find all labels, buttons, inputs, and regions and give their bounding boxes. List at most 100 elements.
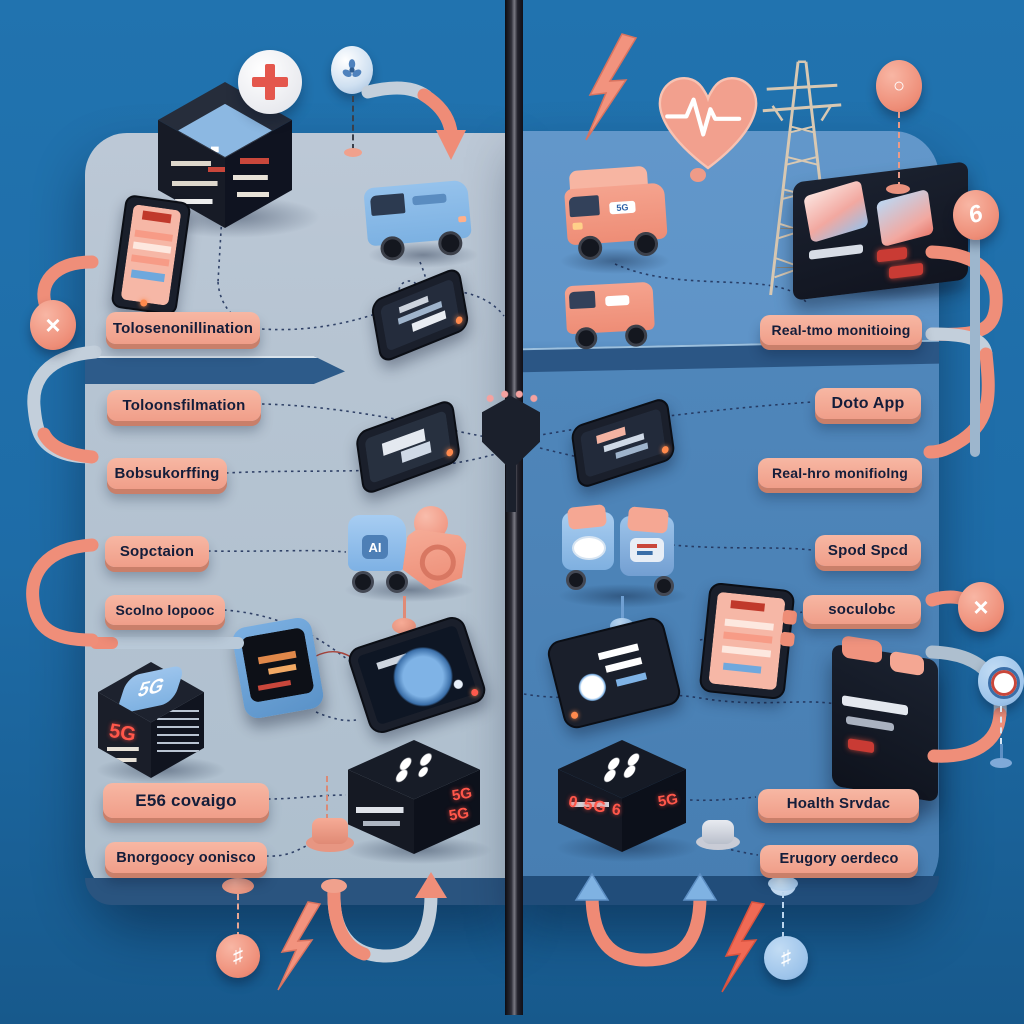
arrow-head-up [574,872,610,901]
label-right-6: Hoalth Srvdac [758,789,919,818]
target-rings [988,667,1020,699]
wire [217,281,263,329]
ai-delivery-cart: AI [346,515,410,593]
label-right-2: Doto App [815,388,921,419]
label-text: Scolno lopooc [115,602,215,618]
ekg-line [665,97,742,137]
label-left-6: E56 covaigo [103,783,269,818]
label-left-4: Sopctaion [105,536,209,567]
cart-wheel [566,570,586,590]
wire [315,711,357,722]
ai-label-chip: AI [362,535,388,559]
knob-needle [326,776,328,820]
label-right-7: Erugory oerdeco [760,845,918,873]
connector-plug-stem [506,464,516,512]
label-text: Doto App [831,394,905,412]
sign-base [886,184,910,194]
label-text: Real-hro monifiolng [771,465,908,481]
wire [671,544,813,551]
wire [217,213,223,283]
target-pin-base [990,758,1012,768]
label-text: Real-tmo monitioing [771,322,911,338]
label-left-5: Scolno lopooc [105,595,225,625]
knob-cap-gray [702,820,734,844]
signal-glyph: ♯ [233,944,243,967]
heart-stand [690,168,706,182]
pipe [26,538,99,647]
ring-glyph: ○ [892,74,906,97]
heart-ekg-icon [658,77,758,170]
wire [261,290,505,331]
label-text: Toloonsfilmation [122,397,246,414]
wire [267,794,347,800]
connector-plug-lights [486,390,538,404]
fan-blades [342,59,362,77]
coral-pin-stem [403,596,406,622]
label-text: Hoalth Srvdac [786,795,891,812]
label-right-5: soculobc [803,595,921,624]
target-string [1000,706,1002,744]
wire [261,403,503,441]
fan-badge-pin [344,148,362,157]
cart-screen [630,538,664,562]
label-text: Sopctaion [119,543,195,560]
label-text: E56 covaigo [135,790,237,810]
medical-cart-2 [620,506,678,596]
signal-badge-icon: ♯ [216,934,260,978]
medical-cart-1 [562,504,618,590]
scissors-icon: × [30,300,76,350]
blue-pin-stem [621,596,624,622]
hanger-string [782,892,784,938]
hanger-knob-blue [768,876,798,891]
ring-sign-icon: ○ [876,60,922,112]
label-right-1: Real-tmo monitioing [760,315,922,345]
pipe [37,427,99,464]
signal-badge-icon-blue: ♯ [764,936,808,980]
label-right-3: Real-hro monifiolng [758,458,922,488]
arrow-head-down [436,130,466,160]
pipe [37,255,99,313]
label-text: Bnorgoocy oonisco [116,849,256,866]
label-left-2: Toloonsfilmation [107,390,261,421]
knob-cap [312,818,348,844]
pipe [927,707,1007,763]
left-panel-step-edge [85,356,345,384]
fan-badge-string [352,96,354,150]
label-text: Erugory oerdeco [779,851,899,867]
spiral-icon: 6 [953,190,999,240]
label-text: Spod Spcd [827,542,909,559]
target-pin-stem [1000,744,1003,762]
cart-wheel [386,571,408,593]
five-g-cube-left: 5G 5G [98,662,204,778]
cart-badge [572,536,606,560]
pipe [923,347,995,459]
cart-wheel [654,576,674,596]
hanger-string [237,894,239,938]
label-left-1: Tolosenonillination [106,312,260,344]
label-left-3: Bobsukorffing [107,458,227,489]
coral-top-cube: 5G 5G [348,740,480,854]
label-right-4: Spod Spcd [815,535,921,566]
cross-bar-h [252,77,288,87]
label-text: Bobsukorffing [114,465,220,482]
cart-wheel [352,571,374,593]
sign-pole-dashed [898,112,900,188]
wire [523,693,837,705]
ai-label: AI [368,539,382,555]
label-left-7: Bnorgoocy oonisco [105,842,267,873]
arrow-head-up [682,872,718,901]
label-text: soculobc [828,601,896,618]
label-text: Tolosenonillination [112,319,254,337]
x-glyph: × [973,591,989,622]
signal-glyph: ♯ [781,946,791,969]
arrow-head-up [415,872,447,898]
